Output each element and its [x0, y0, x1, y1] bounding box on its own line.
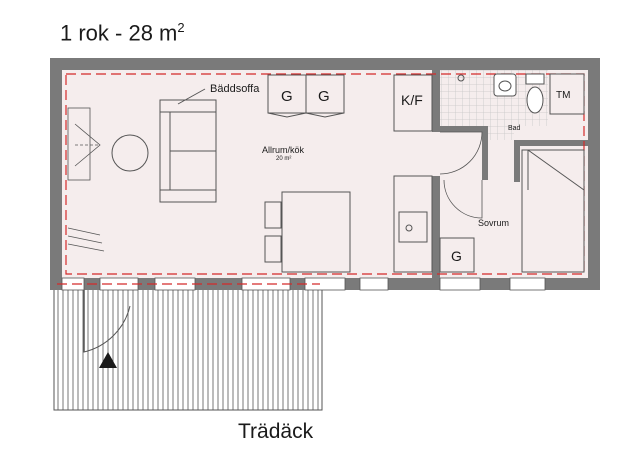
- room-bedroom-name: Sovrum: [478, 218, 509, 228]
- wardrobe-label-2: G: [318, 88, 330, 105]
- kitchen-counter: [393, 175, 433, 273]
- round-table: [111, 134, 149, 172]
- plan-title-text: 1 rok - 28 m: [60, 20, 178, 46]
- washer-label: TM: [556, 90, 570, 101]
- entry-door-swing: [83, 290, 131, 353]
- dining-table: [264, 191, 351, 273]
- entrance-arrow-icon: [99, 352, 117, 368]
- wall-unit: [67, 107, 101, 181]
- wardrobe-living: [267, 74, 345, 118]
- bedroom-wardrobe-label: G: [451, 248, 462, 264]
- room-living-area: 20 m²: [276, 156, 291, 162]
- deck-label: Trädäck: [238, 420, 314, 443]
- plan-title: 1 rok - 28 m2: [60, 20, 185, 46]
- bath-door-swing: [439, 131, 483, 175]
- plan-title-superscript: 2: [177, 20, 185, 35]
- interior-walls: [432, 70, 588, 278]
- wooden-deck: [53, 287, 323, 411]
- bedroom-door-swing: [443, 179, 483, 219]
- wardrobe-label-1: G: [281, 88, 293, 105]
- room-bath-name: Bad: [508, 125, 521, 132]
- sofa-bed: [159, 88, 217, 203]
- fridge-label: K/F: [401, 92, 423, 108]
- entry-steps: [67, 227, 105, 252]
- bed: [521, 149, 585, 273]
- bedroom-wardrobe: [439, 237, 475, 273]
- fridge: [393, 74, 433, 132]
- sofa-label: Bäddsoffa: [210, 83, 260, 95]
- bathroom-fixtures: [457, 73, 585, 115]
- room-living-name: Allrum/kök: [262, 145, 305, 155]
